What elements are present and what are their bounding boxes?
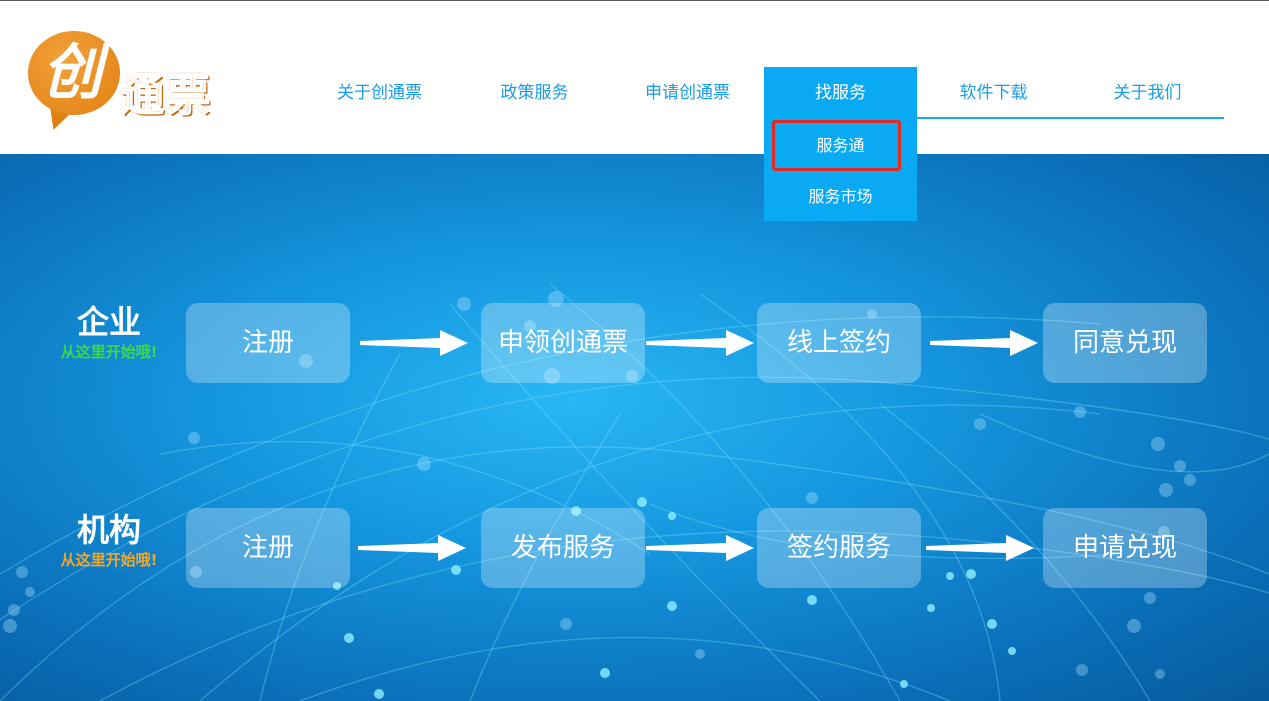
nav-item-software-download[interactable]: 软件下载 [959, 83, 1028, 103]
logo-name: 通票 [119, 70, 212, 122]
brand-logo[interactable]: 创 通票 [28, 31, 228, 134]
row-subtitle: 从这里开始哦! [60, 551, 158, 569]
dropdown-item-service-pass[interactable]: 服务通 [816, 136, 865, 155]
nav-item-find-service[interactable]: 找服务 [764, 67, 917, 120]
row-label-institution: 机构 从这里开始哦! [44, 510, 174, 570]
row-label-enterprise: 企业 从这里开始哦! [44, 302, 174, 362]
step-enterprise-register[interactable]: 注册 [186, 303, 350, 383]
row-title: 企业 [76, 303, 141, 341]
nav-item-about-ticket[interactable]: 关于创通票 [337, 83, 422, 103]
logo-char: 创 [42, 38, 102, 108]
hero-banner: 企业 从这里开始哦! 注册 申领创通票 线上签约 同意兑现 机构 从这里开始哦!… [0, 154, 1269, 701]
logo-bubble [28, 31, 120, 115]
step-enterprise-agree-redeem[interactable]: 同意兑现 [1043, 303, 1207, 383]
step-enterprise-online-sign[interactable]: 线上签约 [757, 303, 921, 383]
dropdown-item-service-market[interactable]: 服务市场 [808, 187, 873, 206]
arrow-right-icon [358, 535, 466, 561]
highlight-box [772, 120, 901, 171]
step-institution-publish-service[interactable]: 发布服务 [481, 508, 645, 588]
step-institution-apply-redeem[interactable]: 申请兑现 [1043, 508, 1207, 588]
arrow-right-icon [926, 535, 1034, 561]
find-service-dropdown: 服务通 服务市场 [764, 119, 917, 221]
network-globe-graphic [0, 283, 1269, 701]
row-title: 机构 [76, 511, 141, 549]
arrow-right-icon [930, 330, 1038, 356]
row-subtitle: 从这里开始哦! [60, 343, 158, 361]
arrow-right-icon [360, 330, 468, 356]
nav-item-apply-ticket[interactable]: 申请创通票 [645, 83, 730, 103]
main-nav: 关于创通票 政策服务 申请创通票 找服务 软件下载 关于我们 [303, 67, 1224, 120]
nav-item-policy-service[interactable]: 政策服务 [500, 83, 569, 103]
nav-item-about-us[interactable]: 关于我们 [1113, 83, 1182, 103]
arrow-right-icon [646, 330, 754, 356]
step-institution-sign-service[interactable]: 签约服务 [757, 508, 921, 588]
nav-underline [916, 117, 1224, 119]
site-header: 创 通票 关于创通票 政策服务 申请创通票 找服务 软件下载 关于我们 [0, 1, 1269, 154]
top-border [0, 0, 1269, 1]
arrow-right-icon [646, 535, 754, 561]
step-institution-register[interactable]: 注册 [186, 508, 350, 588]
step-enterprise-claim-ticket[interactable]: 申领创通票 [481, 303, 645, 383]
